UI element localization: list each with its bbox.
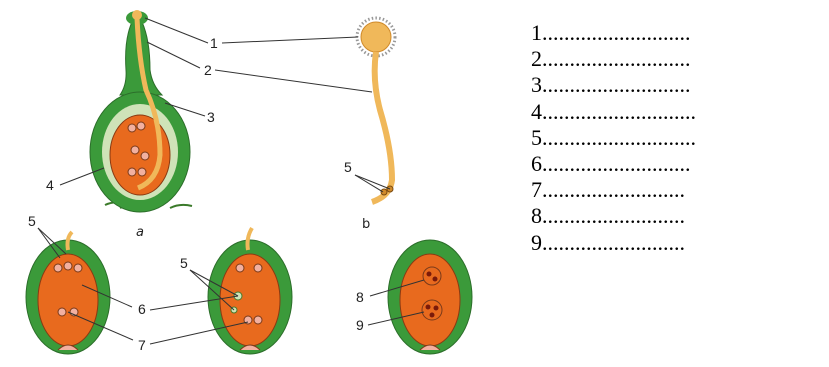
- answer-line-4: 4............................: [531, 99, 696, 125]
- pollen-tube: [372, 52, 392, 202]
- answer-number: 2: [531, 46, 542, 71]
- pollen-grain: [357, 18, 395, 56]
- label-5-b: 5: [344, 159, 352, 175]
- answer-blank: ..........................: [542, 177, 685, 202]
- label-8: 8: [356, 289, 364, 305]
- answer-number: 5: [531, 125, 542, 150]
- answer-number: 3: [531, 72, 542, 97]
- answer-number: 7: [531, 177, 542, 202]
- label-2: 2: [204, 62, 212, 78]
- answer-line-5: 5............................: [531, 125, 696, 151]
- label-3: 3: [207, 109, 215, 125]
- label-7: 7: [138, 337, 146, 353]
- answer-blank: ..........................: [542, 203, 685, 228]
- answer-list: 1........................... 2..........…: [531, 20, 696, 256]
- label-1: 1: [210, 35, 218, 51]
- answer-number: 9: [531, 230, 542, 255]
- answer-line-8: 8..........................: [531, 203, 696, 229]
- answer-line-6: 6...........................: [531, 151, 696, 177]
- answer-line-3: 3...........................: [531, 72, 696, 98]
- label-5-bottom-mid: 5: [180, 255, 188, 271]
- label-9: 9: [356, 317, 364, 333]
- label-5-bottom-left: 5: [28, 213, 36, 229]
- ovule-1: [26, 232, 110, 354]
- answer-blank: ...........................: [542, 72, 691, 97]
- answer-line-1: 1...........................: [531, 20, 696, 46]
- answer-blank: ............................: [542, 99, 696, 124]
- answer-blank: ...........................: [542, 46, 691, 71]
- answer-line-9: 9..........................: [531, 230, 696, 256]
- answer-line-2: 2...........................: [531, 46, 696, 72]
- answer-number: 4: [531, 99, 542, 124]
- panel-label-a: a: [136, 225, 144, 240]
- answer-number: 1: [531, 20, 542, 45]
- label-4: 4: [46, 177, 54, 193]
- answer-blank: ............................: [542, 125, 696, 150]
- answer-blank: ...........................: [542, 151, 691, 176]
- ovule-2: [208, 228, 292, 354]
- answer-blank: ...........................: [542, 20, 691, 45]
- answer-number: 8: [531, 203, 542, 228]
- panel-label-b: b: [362, 217, 370, 232]
- label-6: 6: [138, 301, 146, 317]
- answer-number: 6: [531, 151, 542, 176]
- answer-blank: ..........................: [542, 230, 685, 255]
- ovule-3: [388, 240, 472, 354]
- plant-fertilization-diagram: 1 2 3 4 5 5 5 6 7 8 9 a b: [0, 0, 520, 367]
- answer-line-7: 7..........................: [531, 177, 696, 203]
